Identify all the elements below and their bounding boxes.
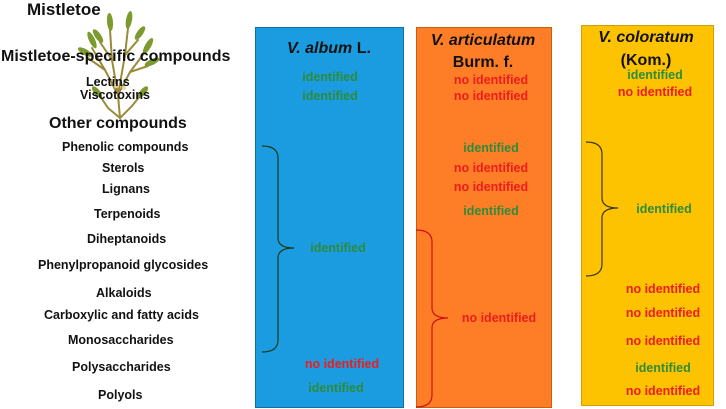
label-sterols: Sterols: [102, 161, 145, 175]
coloratum-viscotoxins-status: no identified: [617, 85, 693, 99]
column-v-album: [255, 27, 404, 408]
section-mistletoe-specific: Mistletoe-specific compounds: [1, 48, 231, 65]
articulatum-lower-status: no identified: [461, 311, 537, 325]
coloratum-carboxylic-status: no identified: [625, 306, 701, 320]
coloratum-alkaloids-status: no identified: [625, 282, 701, 296]
label-polyols: Polyols: [98, 388, 143, 402]
label-terpenoids: Terpenoids: [94, 207, 161, 221]
species-name: V. coloratum: [598, 29, 694, 46]
album-group-status: identified: [310, 241, 366, 255]
species-name: V. album: [287, 40, 353, 57]
coloratum-lectins-status: identified: [627, 68, 683, 82]
species-name: V. articulatum: [430, 32, 536, 49]
label-viscotoxins: Viscotoxins: [80, 88, 150, 102]
articulatum-sterols-status: no identified: [453, 161, 529, 175]
bracket-v-coloratum-group: [585, 141, 619, 277]
species-author: L.: [356, 40, 371, 57]
articulatum-lectins-status: no identified: [453, 73, 529, 87]
album-viscotoxins-status: identified: [302, 89, 358, 103]
header-v-articulatum: V. articulatum Burm. f.: [431, 30, 535, 74]
coloratum-group-status: identified: [636, 202, 692, 216]
header-v-album: V. album L.: [287, 40, 371, 58]
label-alkaloids: Alkaloids: [96, 286, 152, 300]
label-lignans: Lignans: [102, 182, 150, 196]
label-polysaccharides: Polysaccharides: [72, 360, 171, 374]
articulatum-phenolic-status: identified: [463, 141, 519, 155]
bracket-v-articulatum-lower: [415, 229, 449, 408]
label-monosaccharides: Monosaccharides: [68, 333, 174, 347]
title-mistletoe: Mistletoe: [27, 0, 101, 19]
species-author: Burm. f.: [452, 54, 514, 71]
label-phenylpropanoid-glycosides: Phenylpropanoid glycosides: [38, 258, 209, 272]
articulatum-lignans-status: no identified: [453, 180, 529, 194]
label-lectins: Lectins: [86, 75, 130, 89]
species-author: (Kom.): [620, 52, 672, 69]
section-other-compounds: Other compounds: [49, 115, 187, 132]
album-polyols-status: identified: [308, 381, 364, 395]
album-lectins-status: identified: [302, 70, 358, 84]
coloratum-monosaccharides-status: no identified: [625, 334, 701, 348]
label-diheptanoids: Diheptanoids: [87, 232, 167, 246]
coloratum-polysaccharides-status: identified: [635, 361, 691, 375]
label-carboxylic-fatty-acids: Carboxylic and fatty acids: [44, 308, 199, 322]
bracket-v-album-group: [261, 145, 295, 353]
coloratum-polyols-status: no identified: [625, 384, 701, 398]
album-polysaccharides-status: no identified: [304, 357, 380, 371]
column-v-articulatum: [416, 27, 552, 408]
articulatum-viscotoxins-status: no identified: [453, 89, 529, 103]
column-v-coloratum: [581, 25, 714, 406]
articulatum-terpenoids-status: identified: [463, 204, 519, 218]
label-phenolic-compounds: Phenolic compounds: [62, 140, 189, 154]
header-v-coloratum: V. coloratum (Kom.): [598, 26, 693, 72]
